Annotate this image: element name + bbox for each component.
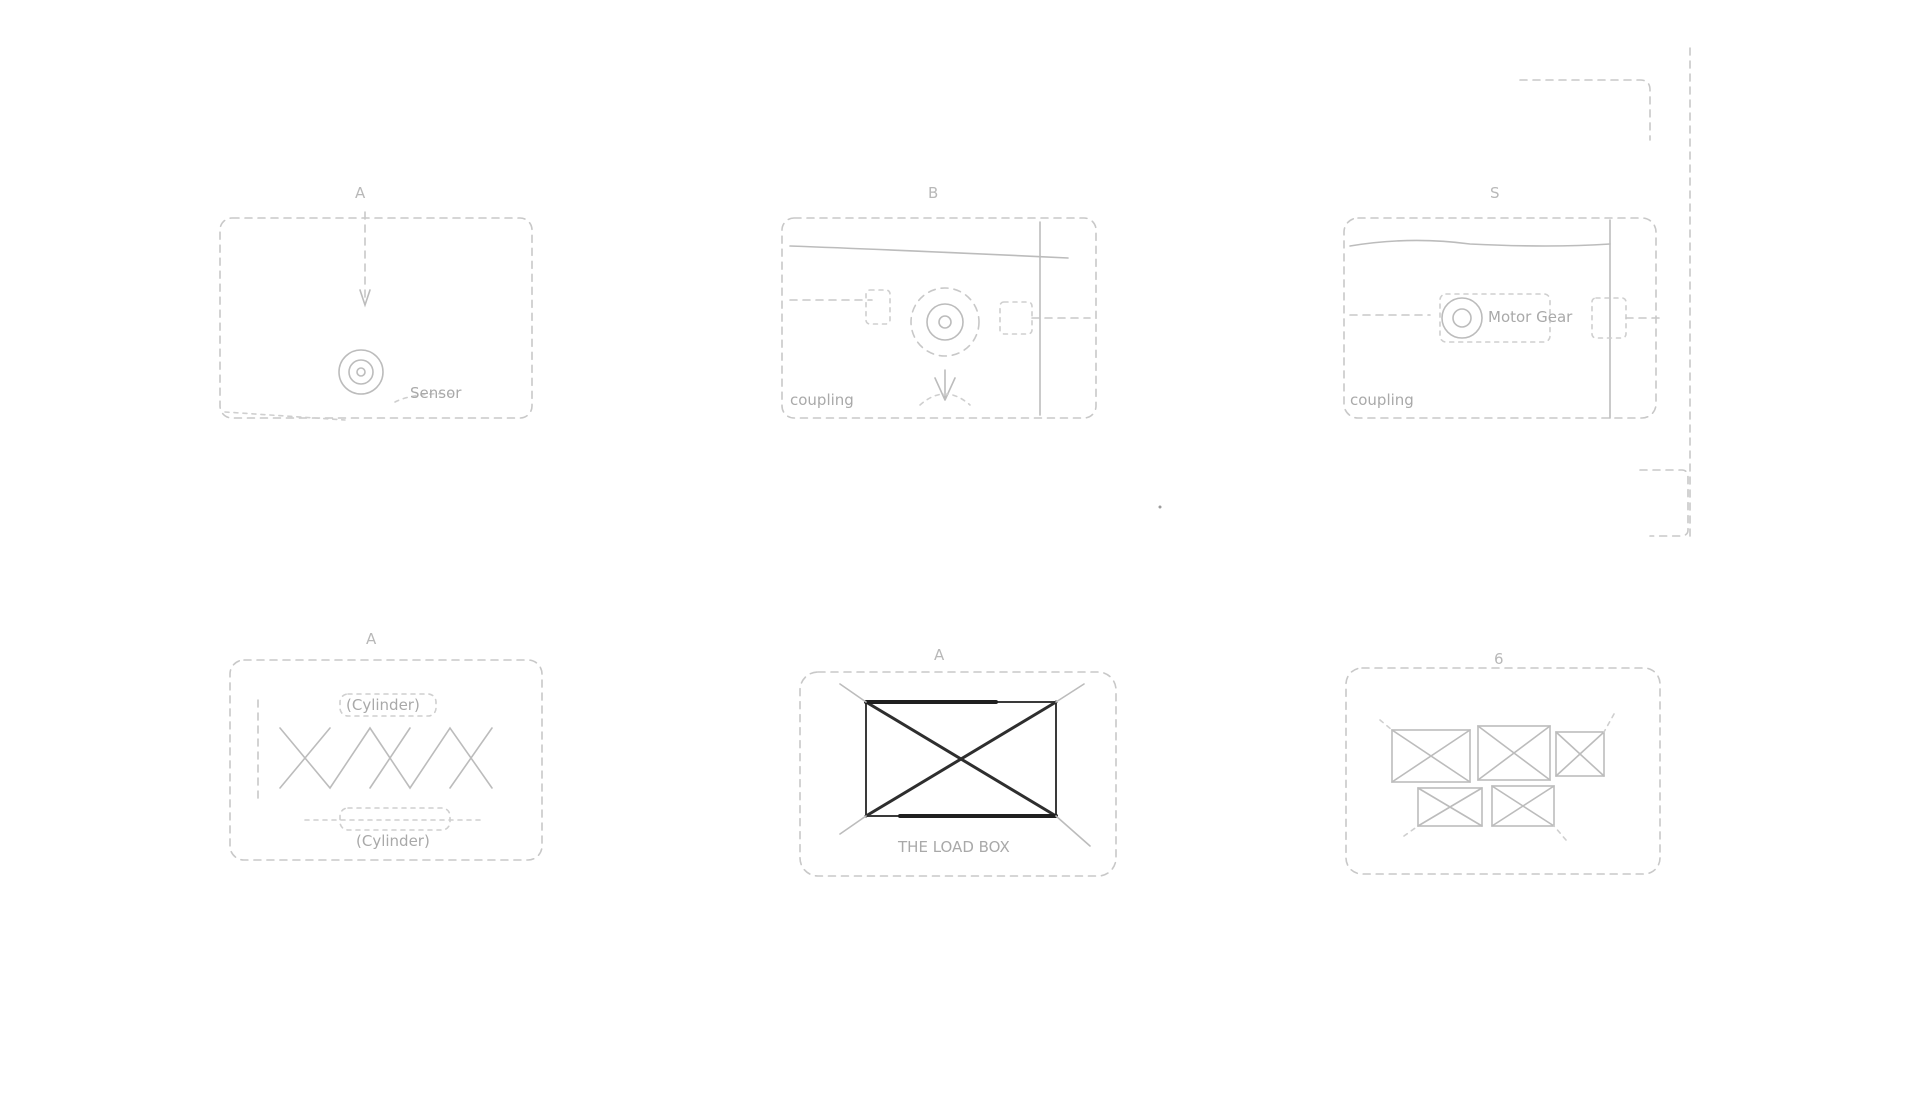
panel-e: A THE LOAD BOX	[799, 646, 1117, 877]
panel-a-arrow	[359, 289, 371, 308]
panel-b-gear-hub	[938, 315, 952, 329]
panel-f: 6	[1345, 650, 1661, 875]
panel-d: A (Cylinder) (Cylinder)	[229, 630, 543, 861]
panel-f-box-5-x	[1491, 785, 1555, 827]
panel-b-frame	[781, 217, 1097, 419]
panel-f-box-row-1	[1391, 725, 1605, 783]
panel-c-box-label: Motor Gear	[1488, 308, 1573, 326]
panel-a-gear-inner	[348, 359, 374, 385]
panel-c-letter: S	[1490, 184, 1500, 202]
panel-c-gear-outer	[1441, 297, 1483, 339]
panel-c-coupling-right	[1591, 297, 1627, 339]
panel-a-frame	[219, 217, 533, 419]
panel-f-box-3-x	[1555, 731, 1605, 777]
panel-c-bracket-bottom	[1639, 469, 1689, 537]
panel-d-frame	[229, 659, 543, 861]
panel-e-corner-strings	[839, 683, 1091, 847]
panel-a-gear-hub	[356, 367, 366, 377]
panel-e-diagonal-2	[864, 700, 1058, 818]
panel-f-corner-strings	[1379, 713, 1615, 841]
panel-f-box-1-x	[1391, 729, 1471, 783]
panel-b-gear-outer	[910, 287, 980, 357]
panel-d-bottom-label: (Cylinder)	[356, 832, 430, 850]
panel-c-bracket-top	[1519, 79, 1651, 141]
panel-a-note: Sensor	[410, 384, 462, 402]
panel-e-caption: THE LOAD BOX	[897, 838, 1010, 856]
panel-c-gear-inner	[1452, 308, 1472, 328]
panel-f-box-2-x	[1477, 725, 1551, 781]
panel-a-leader	[394, 392, 456, 403]
panel-f-box-3	[1555, 731, 1605, 777]
panel-c-top-rail	[1349, 239, 1611, 247]
panel-a: A Sensor	[219, 184, 533, 421]
panel-a-baseline	[224, 411, 346, 421]
panel-b-arrow-up	[934, 369, 956, 401]
panel-f-box-4	[1417, 787, 1483, 827]
panel-c-note: coupling	[1350, 391, 1414, 409]
panel-b-coupling-left	[865, 289, 891, 325]
panel-e-frame	[799, 671, 1117, 877]
panel-f-box-row-2	[1417, 785, 1555, 827]
panel-a-letter: A	[355, 184, 366, 202]
panel-f-box-2	[1477, 725, 1551, 781]
panel-c-motor-box	[1439, 293, 1551, 343]
panel-d-top-label: (Cylinder)	[346, 696, 420, 714]
panel-b-letter: B	[928, 184, 938, 202]
panel-b-note: coupling	[790, 391, 854, 409]
panel-f-box-4-x	[1417, 787, 1483, 827]
panel-d-letter: A	[366, 630, 377, 648]
panel-e-letter: A	[934, 646, 945, 664]
panel-a-gear-outer	[338, 349, 384, 395]
panel-f-box-5	[1491, 785, 1555, 827]
panel-b: B coupling	[781, 184, 1097, 419]
panel-b-gear-inner	[926, 303, 964, 341]
panel-b-top-rail	[789, 245, 1069, 259]
panel-d-top-cylinder	[339, 693, 437, 717]
panel-d-zigzag-upper	[279, 726, 493, 790]
panel-d-zigzag-lower	[279, 727, 493, 789]
panel-b-motor-sketch	[919, 393, 971, 406]
panel-f-letter: 6	[1494, 650, 1504, 668]
panel-c: S Motor Gear coupling	[1343, 47, 1691, 541]
panel-f-frame	[1345, 667, 1661, 875]
panel-d-bottom-cylinder	[339, 807, 451, 831]
panel-f-box-1	[1391, 729, 1471, 783]
stray-dot	[1158, 505, 1162, 509]
panel-b-coupling-right	[999, 301, 1033, 335]
